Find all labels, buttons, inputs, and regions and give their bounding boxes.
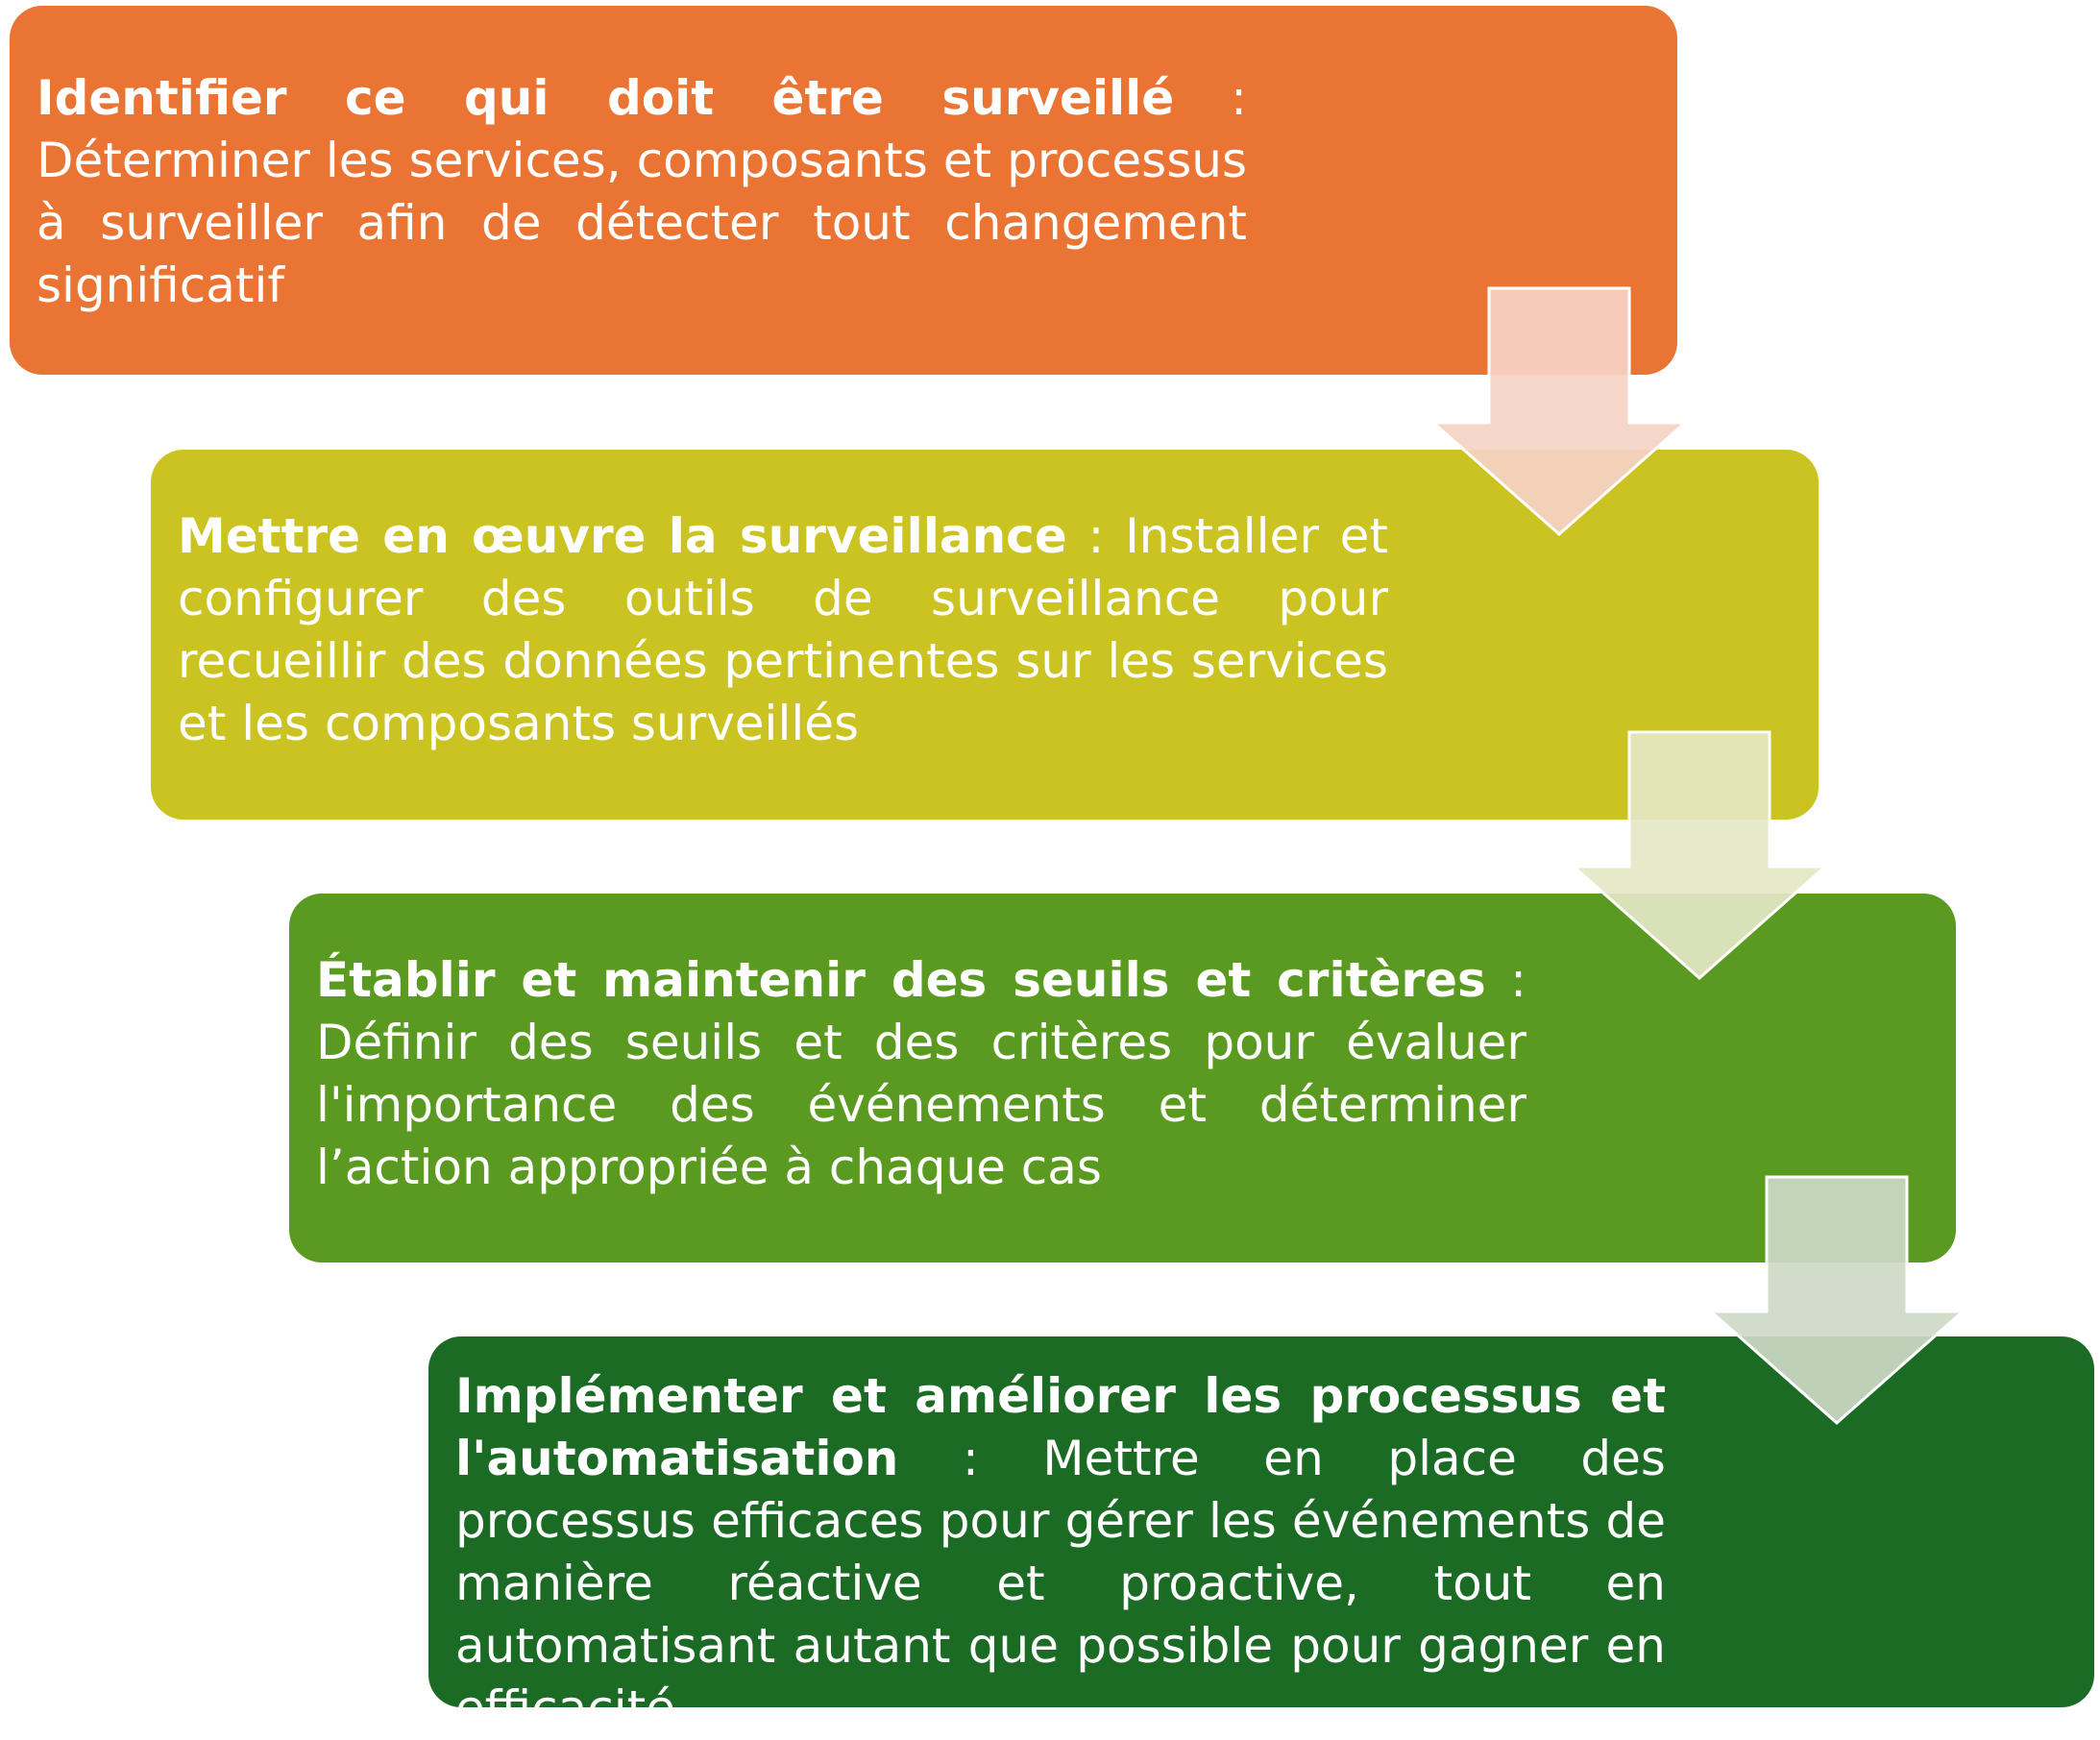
step-separator: : xyxy=(1485,952,1526,1008)
step-description: Déterminer les services, composants et p… xyxy=(37,133,1247,313)
step-text: Implémenter et améliorer les processus e… xyxy=(455,1365,1666,1740)
step-description: Installer et configurer des outils de su… xyxy=(178,508,1388,751)
step-separator: : xyxy=(1066,508,1126,564)
step-separator: : xyxy=(1174,70,1247,126)
step-separator: : xyxy=(898,1431,1043,1486)
step-text: Établir et maintenir des seuils et critè… xyxy=(316,949,1526,1199)
down-arrow-icon xyxy=(1431,286,1687,536)
down-arrow-icon xyxy=(1709,1175,1965,1425)
step-title: Identifier ce qui doit être surveillé xyxy=(37,70,1175,126)
step-title: Établir et maintenir des seuils et critè… xyxy=(316,952,1486,1008)
step-box-identify: Identifier ce qui doit être surveillé : … xyxy=(10,6,1677,375)
step-description: Mettre en place des processus efficaces … xyxy=(455,1431,1666,1736)
down-arrow-icon xyxy=(1572,730,1827,980)
step-text: Mettre en œuvre la surveillance : Instal… xyxy=(178,505,1388,755)
step-box-automation: Implémenter et améliorer les processus e… xyxy=(428,1336,2094,1736)
step-title: Implémenter et améliorer les processus e… xyxy=(455,1368,1666,1486)
step-description: Définir des seuils et des critères pour … xyxy=(316,1015,1526,1195)
step-text: Identifier ce qui doit être surveillé : … xyxy=(37,67,1247,317)
step-title: Mettre en œuvre la surveillance xyxy=(178,508,1067,564)
